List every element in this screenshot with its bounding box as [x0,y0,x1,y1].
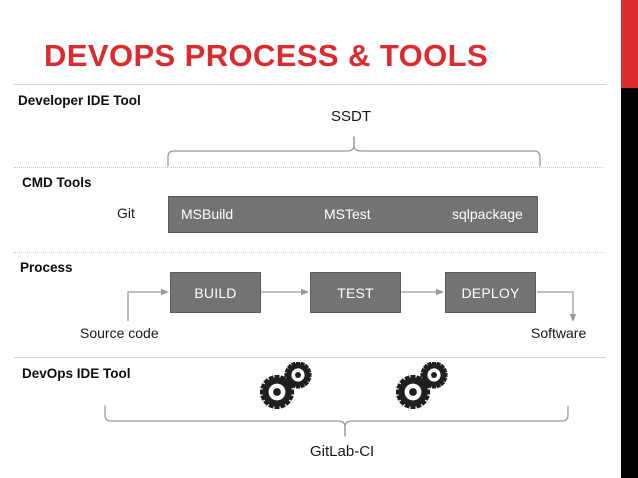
divider-cmd-process [14,252,604,253]
row-label-cmd-tools: CMD Tools [22,175,92,190]
gitlab-ci-bracket-label: GitLab-CI [310,443,375,460]
divider-under-title [14,84,606,85]
process-stage-deploy-label: DEPLOY [461,284,520,301]
process-stage-build-label: BUILD [194,284,237,301]
row-label-developer-ide: Developer IDE Tool [18,93,141,108]
process-stage-build[interactable]: BUILD [170,272,261,313]
edge-accent-bar-black [621,88,638,478]
cmd-tool-strip: MSBuild MSTest sqlpackage [168,196,538,233]
process-stage-deploy[interactable]: DEPLOY [445,272,536,313]
process-output-label: Software [531,325,587,341]
gitlab-ci-bracket [104,405,569,437]
arrow-deploy-to-software [537,291,574,316]
cmd-tool-mstest[interactable]: MSTest [324,206,371,222]
row-label-process: Process [20,260,73,275]
cmd-tool-msbuild[interactable]: MSBuild [181,206,234,222]
cmd-tool-sqlpackage[interactable]: sqlpackage [452,206,523,222]
process-stage-test[interactable]: TEST [310,272,401,313]
edge-accent-bar-red [621,0,638,88]
page-title: DEVOPS PROCESS & TOOLS [44,38,489,73]
ssdt-bracket [167,136,541,167]
arrow-source-to-build [127,291,163,321]
git-label: Git [117,205,135,221]
gears-icon [394,361,454,415]
divider-process-devops [14,357,606,358]
process-stage-test-label: TEST [337,284,374,301]
row-label-devops-ide: DevOps IDE Tool [22,366,131,381]
gears-icon [258,361,318,415]
ssdt-bracket-label: SSDT [331,108,372,125]
divider-developer-cmd [14,167,604,168]
process-input-label: Source code [80,325,159,341]
